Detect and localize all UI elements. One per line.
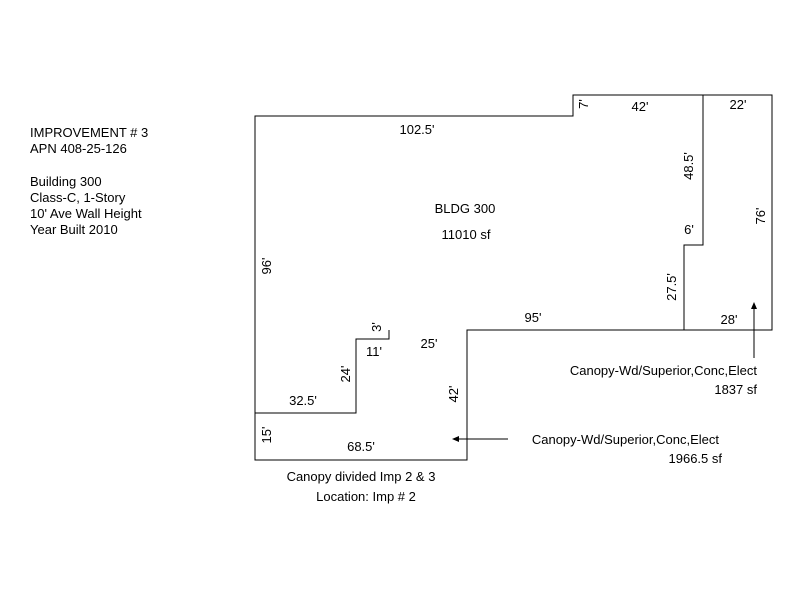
building-label: BLDG 300	[435, 201, 496, 216]
dim-right-lower: 27.5'	[664, 273, 679, 301]
improvement-number: IMPROVEMENT # 3	[30, 125, 149, 140]
dim-canopy-left-side: 15'	[259, 427, 274, 444]
canopy-right-outline	[684, 94, 773, 331]
dim-canopy-right-bottom: 28'	[721, 312, 738, 327]
dim-top-right: 22'	[730, 97, 747, 112]
canopy-bottom-label: Canopy-Wd/Superior,Conc,Elect	[532, 432, 720, 447]
building-outline	[254, 94, 704, 461]
dim-step-lower: 32.5'	[289, 393, 317, 408]
canopy-division-note: Canopy divided Imp 2 & 3	[287, 469, 436, 484]
canopy-right-area: 1837 sf	[714, 382, 757, 397]
dim-bottom-right: 95'	[525, 310, 542, 325]
dim-top-left: 102.5'	[399, 122, 434, 137]
canopy-division-line	[255, 330, 390, 414]
canopy-right-label: Canopy-Wd/Superior,Conc,Elect	[570, 363, 758, 378]
canopy-right-arrowhead	[751, 302, 757, 309]
dim-top-middle: 42'	[632, 99, 649, 114]
dim-notch-width: 6'	[684, 222, 694, 237]
dim-canopy-right-side-bottom: 42'	[446, 386, 461, 403]
dim-step-width: 11'	[366, 344, 382, 359]
dim-top-step: 7'	[576, 99, 591, 109]
building-name: Building 300	[30, 173, 102, 189]
dim-right-upper: 48.5'	[681, 152, 696, 180]
building-class: Class-C, 1-Story	[30, 189, 126, 205]
wall-height: 10' Ave Wall Height	[30, 206, 142, 222]
canopy-bottom-area: 1966.5 sf	[669, 451, 723, 466]
improvement-info: IMPROVEMENT # 3 APN 408-25-126 Building …	[30, 125, 148, 238]
dim-step-top: 3'	[369, 322, 384, 332]
dim-canopy-top: 25'	[421, 336, 438, 351]
year-built: Year Built 2010	[30, 222, 118, 238]
dim-step-height: 24'	[338, 366, 353, 383]
building-area: 11010 sf	[442, 227, 491, 242]
canopy-bottom-arrowhead	[452, 436, 459, 442]
dim-canopy-right-side: 76'	[753, 208, 768, 225]
canopy-location-note: Location: Imp # 2	[316, 489, 416, 504]
dim-left-side: 96'	[259, 258, 274, 275]
apn: APN 408-25-126	[30, 141, 127, 157]
dim-canopy-bottom: 68.5'	[347, 439, 375, 454]
